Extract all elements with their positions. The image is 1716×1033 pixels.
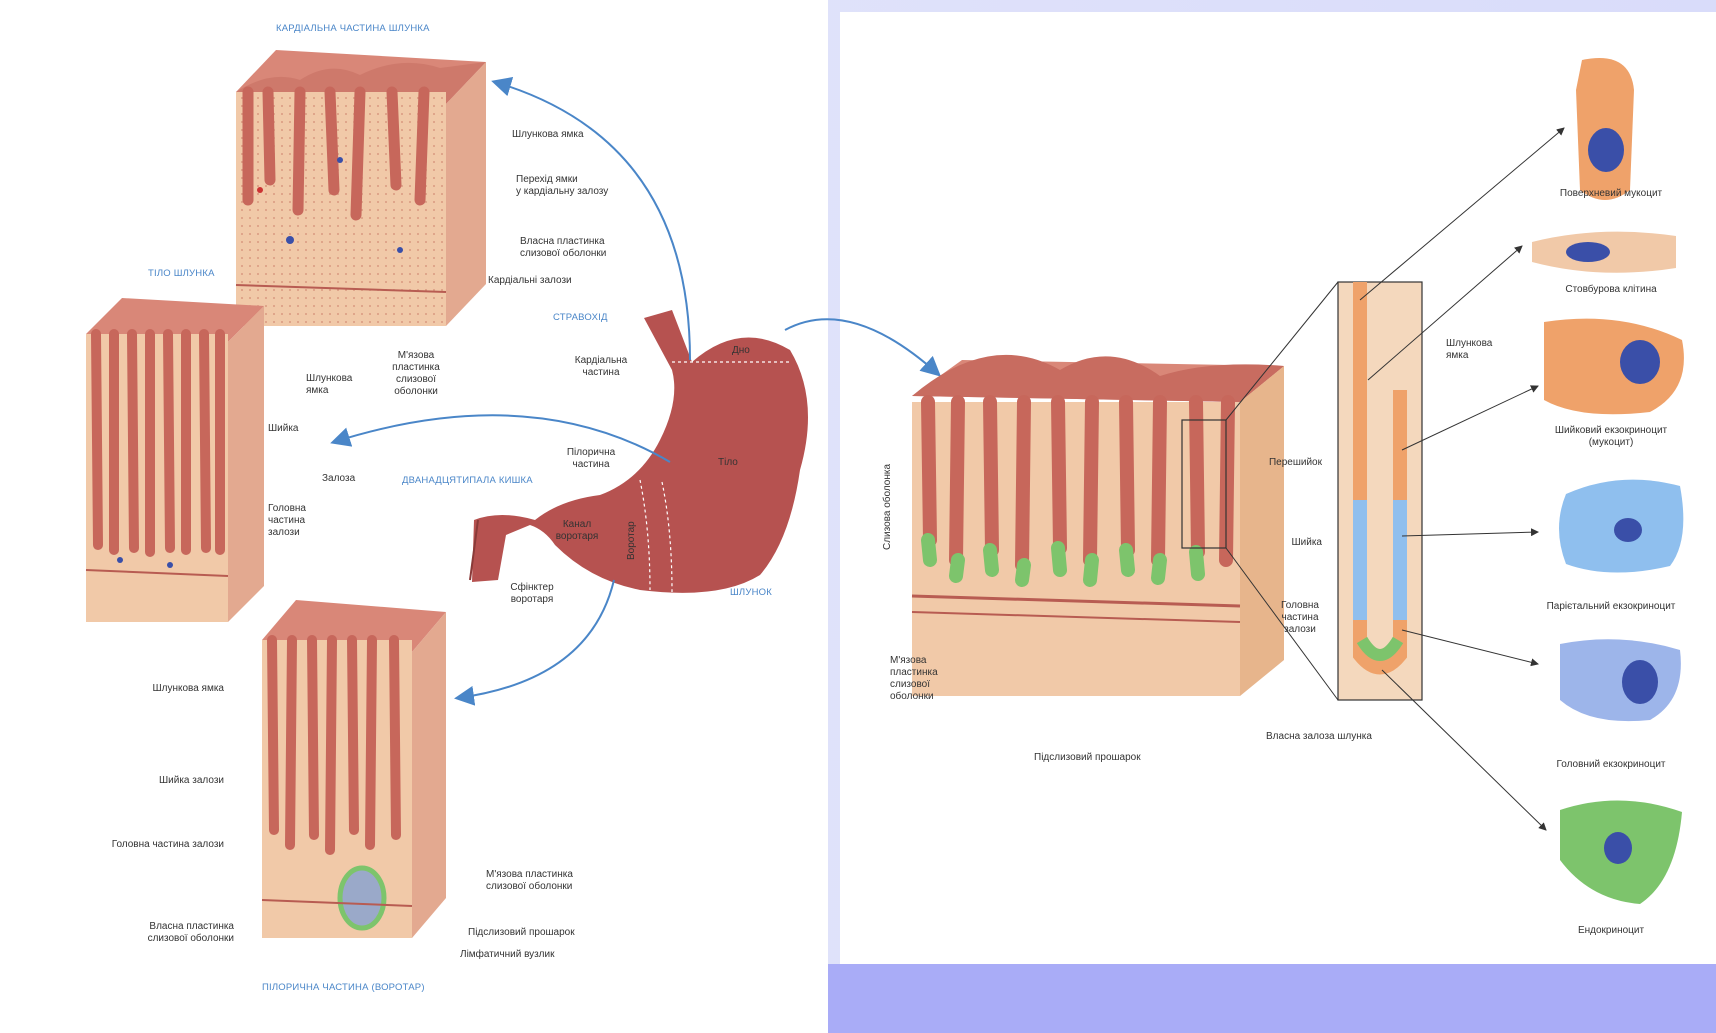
gland-caption: Власна залоза шлунка <box>1266 731 1372 743</box>
right-muscularis-label-2: пластинка <box>890 667 938 679</box>
stomach-drawing <box>470 310 808 593</box>
cardiac-muscularis-label-2: пластинка <box>386 362 446 374</box>
gland-main-label-1: Головна <box>1262 600 1338 612</box>
cell-surface-mucocyte <box>1576 58 1634 200</box>
body-gland-label: Залоза <box>322 473 355 485</box>
body-main-label-3: залози <box>268 527 300 539</box>
cell-label-endocrine: Ендокриноцит <box>1526 925 1696 937</box>
cardia-label-2: частина <box>566 367 636 379</box>
gland-main-label-3: залози <box>1262 624 1338 636</box>
pyloric-block <box>262 600 446 938</box>
right-muscularis-label-4: оболонки <box>890 691 934 703</box>
duodenum-label: ДВАНАДЦЯТИПАЛА КИШКА <box>402 475 533 487</box>
cell-neck-mucocyte <box>1544 319 1684 415</box>
body-main-label-2: частина <box>268 515 305 527</box>
body-title: ТІЛО ШЛУНКА <box>148 268 215 280</box>
cell-label-neck-mucocyte: Шийковий екзокриноцит <box>1526 425 1696 437</box>
gland-pit-label-1: Шлункова <box>1446 338 1492 350</box>
stomach-label: ШЛУНОК <box>730 587 772 599</box>
cell-stem <box>1532 232 1676 273</box>
gland-neck-label: Шийка <box>1250 537 1322 549</box>
gland-main-label-2: частина <box>1262 612 1338 624</box>
canal-label-2: воротаря <box>552 531 602 543</box>
lymph-node-label: Лімфатичний вузлик <box>460 949 554 961</box>
pyloric-lamina-label-1: Власна пластинка <box>104 921 234 933</box>
esophagus-label: СТРАВОХІД <box>553 312 608 324</box>
pyloric-pit-label: Шлункова ямка <box>104 683 224 695</box>
cardiac-lamina-label-2: слизової оболонки <box>520 248 606 260</box>
cardiac-muscularis-label-4: оболонки <box>386 386 446 398</box>
body-neck-label: Шийка <box>268 423 299 435</box>
canal-label-1: Канал <box>552 519 602 531</box>
body-pit-label-1: Шлункова <box>306 373 352 385</box>
pylorus-label: Воротар <box>626 521 638 560</box>
cell-label-neck-mucocyte-sub: (мукоцит) <box>1526 437 1696 449</box>
fundus-label: Дно <box>732 345 750 357</box>
cell-label-parietal: Парієтальний екзокриноцит <box>1516 601 1706 613</box>
cell-label-chief: Головний екзокриноцит <box>1526 759 1696 771</box>
isthmus-label: Перешийок <box>1250 457 1322 469</box>
cardiac-transition-label-1: Перехід ямки <box>516 174 578 186</box>
pyloric-lamina-label-2: слизової оболонки <box>104 933 234 945</box>
pyloric-submucosa-label: Підслизовий прошарок <box>468 927 575 939</box>
cardiac-transition-label-2: у кардіальну залозу <box>516 186 608 198</box>
gland-pit-label-2: ямка <box>1446 350 1468 362</box>
cardiac-muscularis-label-1: М'язова <box>386 350 446 362</box>
body-main-label-1: Головна <box>268 503 306 515</box>
body-block <box>86 298 264 622</box>
mucosa-block <box>912 282 1338 700</box>
sphincter-label-2: воротаря <box>504 594 560 606</box>
pyloric-title: ПІЛОРИЧНА ЧАСТИНА (ВОРОТАР) <box>262 982 425 994</box>
cell-label-stem: Стовбурова клітина <box>1526 284 1696 296</box>
pyloric-part-label-2: частина <box>556 459 626 471</box>
pyloric-muscularis-label-2: слизової оболонки <box>486 881 572 893</box>
cell-label-surface-mucocyte: Поверхневий мукоцит <box>1526 188 1696 200</box>
stomach-body-label: Тіло <box>718 457 738 469</box>
cardia-label-1: Кардіальна <box>566 355 636 367</box>
cardiac-pit-label: Шлункова ямка <box>512 129 584 141</box>
right-submucosa-label: Підслизовий прошарок <box>1034 752 1141 764</box>
cardiac-lamina-label-1: Власна пластинка <box>520 236 605 248</box>
pyloric-neck-label: Шийка залози <box>104 775 224 787</box>
cardiac-block <box>236 50 486 326</box>
right-muscularis-label-1: М'язова <box>890 655 926 667</box>
sphincter-label-1: Сфінктер <box>504 582 560 594</box>
gland-detail <box>1338 282 1422 700</box>
pyloric-muscularis-label-1: М'язова пластинка <box>486 869 573 881</box>
pyloric-main-label: Головна частина залози <box>60 839 224 851</box>
cardiac-title: КАРДІАЛЬНА ЧАСТИНА ШЛУНКА <box>276 23 430 35</box>
cell-endocrine <box>1560 800 1682 904</box>
pyloric-part-label-1: Пілорична <box>556 447 626 459</box>
cell-parietal <box>1559 480 1683 573</box>
cell-chief <box>1560 639 1681 721</box>
right-muscularis-label-3: слизової <box>890 679 930 691</box>
cardiac-glands-label: Кардіальні залози <box>488 275 572 287</box>
body-pit-label-2: ямка <box>306 385 328 397</box>
mucosa-vertical-label: Слизова оболонка <box>882 464 894 550</box>
cardiac-muscularis-label-3: слизової <box>386 374 446 386</box>
